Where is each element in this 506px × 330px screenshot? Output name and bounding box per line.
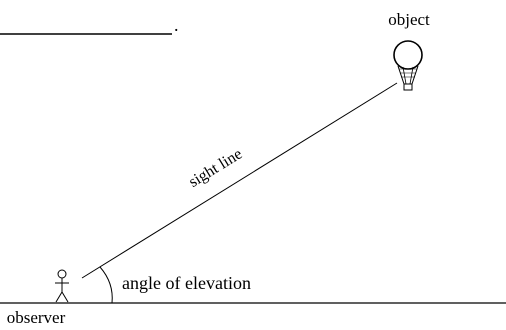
- object-label: object: [388, 10, 430, 29]
- blank-period: .: [174, 15, 179, 35]
- sight-line-label: sight line: [186, 145, 245, 190]
- stick-figure-person-icon: [55, 269, 69, 303]
- sight-line: [81, 82, 398, 279]
- angle-of-elevation-label: angle of elevation: [122, 273, 251, 293]
- hot-air-balloon-icon: [393, 40, 423, 91]
- observer-label: observer: [7, 308, 66, 327]
- angle-arc: [99, 266, 113, 304]
